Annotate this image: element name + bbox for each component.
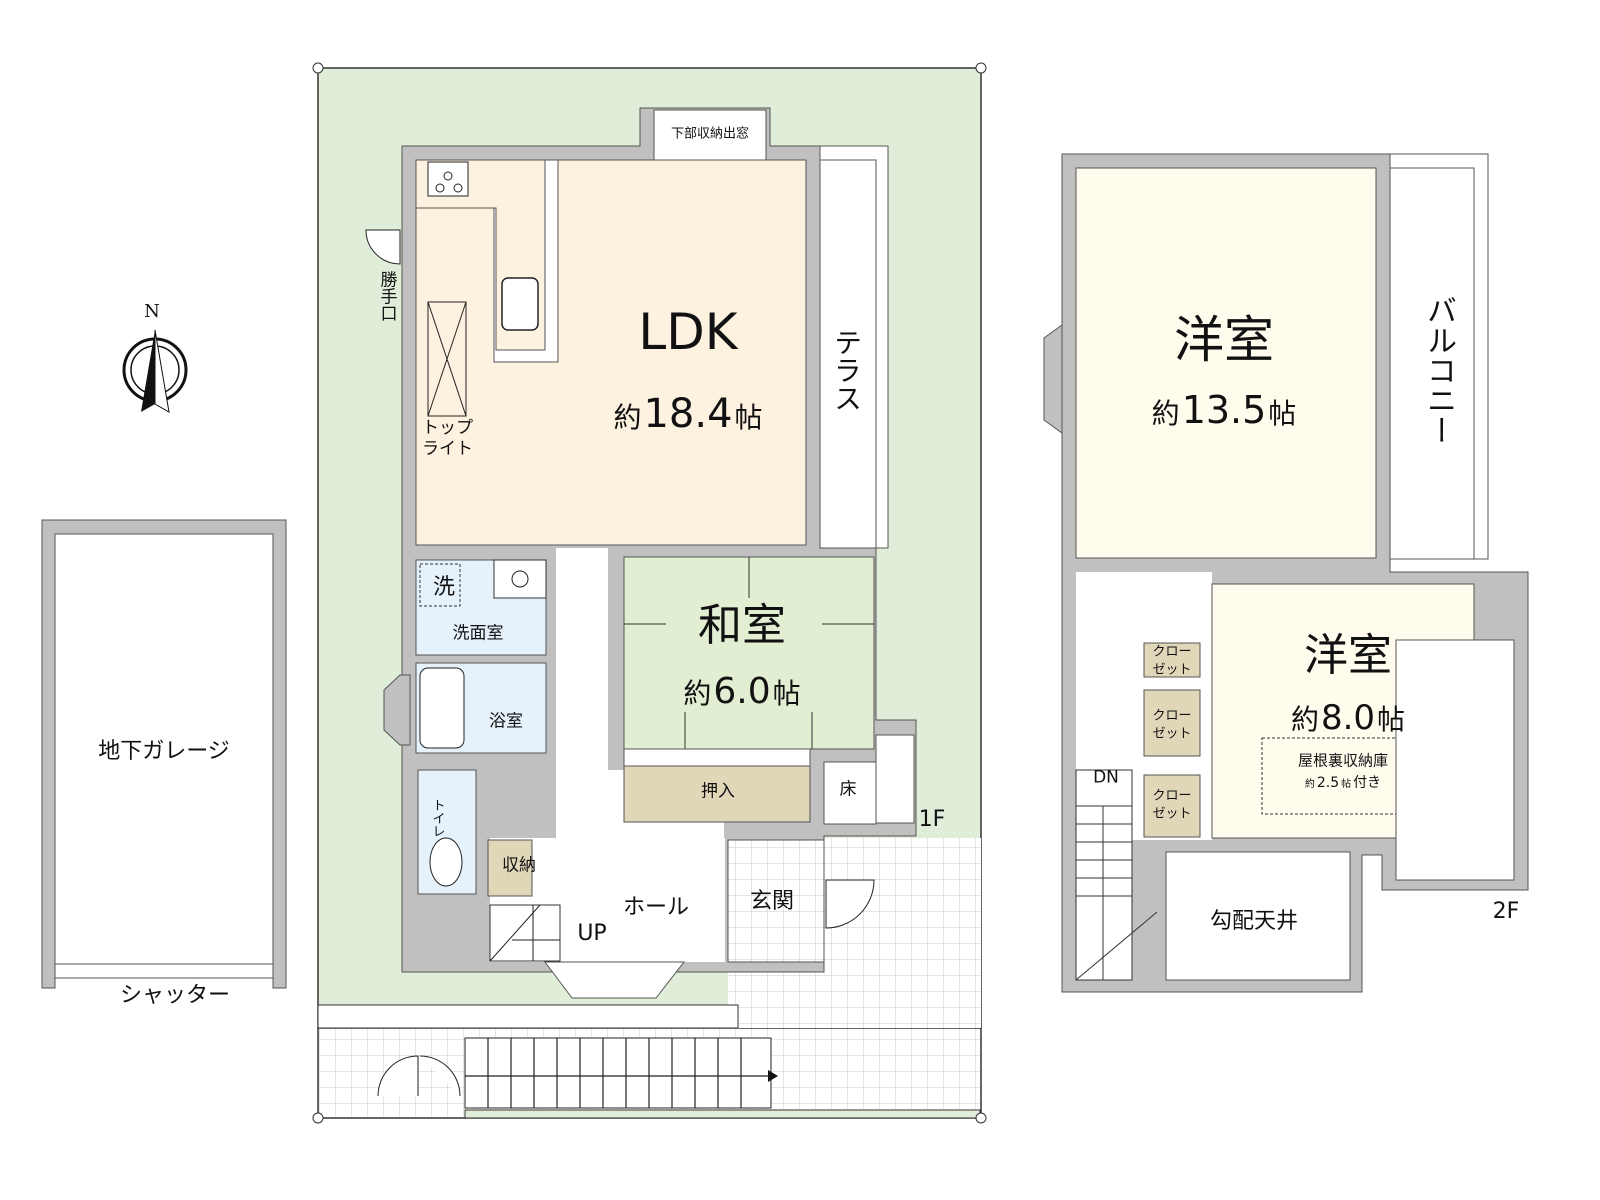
attic-size-unit: 帖 bbox=[1341, 779, 1352, 790]
closet-1-line1: クロー bbox=[1152, 644, 1192, 660]
washitsu-size-prefix: 約 bbox=[683, 677, 712, 710]
yoshitsu-small-size-unit: 帖 bbox=[1377, 703, 1406, 736]
washitsu-size-unit: 帖 bbox=[772, 677, 801, 710]
hall-label: ホール bbox=[622, 895, 690, 920]
exterior-stairs bbox=[377, 1037, 778, 1109]
yokushitsu-label: 浴室 bbox=[489, 711, 523, 732]
yoshitsu-small-size-value: 8.0 bbox=[1320, 698, 1376, 738]
closet-3-line2: ゼット bbox=[1152, 806, 1192, 822]
toilet-label: トイレ bbox=[429, 798, 445, 838]
ldk-size-unit: 帖 bbox=[734, 401, 763, 434]
sloped-ceiling-label: 勾配天井 bbox=[1209, 909, 1299, 934]
stairs-up-label: UP bbox=[577, 921, 607, 946]
yoshitsu-large-size-value: 13.5 bbox=[1181, 388, 1267, 432]
yoshitsu-small-size-prefix: 約 bbox=[1290, 703, 1319, 736]
attic-size-value: 2.5 bbox=[1316, 775, 1340, 791]
katteguchi-label: 勝手口 bbox=[376, 270, 397, 322]
washer-symbol: 洗 bbox=[432, 575, 456, 600]
balcony-label: バルコニー bbox=[1421, 295, 1456, 445]
closet-2-line2: ゼット bbox=[1152, 726, 1192, 742]
ldk-size-prefix: 約 bbox=[613, 401, 642, 434]
storage-label: 収納 bbox=[502, 855, 536, 876]
genkan-label: 玄関 bbox=[749, 889, 795, 914]
oshiire-label: 押入 bbox=[701, 781, 735, 802]
terrace-label: テラス bbox=[830, 328, 863, 412]
bay-window-label: 下部収納出窓 bbox=[670, 126, 750, 142]
north-arrow-icon bbox=[122, 329, 188, 413]
closet-2-line1: クロー bbox=[1152, 708, 1192, 724]
closet-3-line1: クロー bbox=[1152, 788, 1192, 804]
washitsu-size-value: 6.0 bbox=[713, 671, 771, 712]
floor1-label: 1F bbox=[918, 807, 946, 832]
floor2-walls bbox=[1043, 153, 1529, 993]
washitsu-room-name: 和室 bbox=[698, 600, 786, 651]
yoshitsu-large-size-unit: 帖 bbox=[1268, 397, 1297, 430]
attic-size-prefix: 約 bbox=[1304, 779, 1315, 790]
garage-label: 地下ガレージ bbox=[98, 739, 230, 764]
compass-north-label: N bbox=[144, 301, 160, 322]
floor2-label: 2F bbox=[1492, 899, 1520, 924]
shutter-label: シャッター bbox=[119, 983, 231, 1008]
toplight-label-line1: トップ bbox=[422, 418, 473, 438]
yoshitsu-large-name: 洋室 bbox=[1174, 311, 1274, 369]
toko-label: 床 bbox=[839, 779, 857, 800]
ldk-size-value: 18.4 bbox=[643, 391, 733, 437]
closet-1-line2: ゼット bbox=[1152, 662, 1192, 678]
ldk-room-name: LDK bbox=[638, 303, 738, 361]
garage-walls bbox=[41, 519, 287, 989]
senmenshitsu-label: 洗面室 bbox=[452, 623, 504, 644]
yoshitsu-small-name: 洋室 bbox=[1304, 630, 1392, 681]
attic-size-suffix: 付き bbox=[1353, 775, 1382, 791]
floor1-walls bbox=[365, 107, 917, 999]
toplight-label-line2: ライト bbox=[422, 439, 473, 459]
attic-storage-label: 屋根裏収納庫 bbox=[1297, 751, 1389, 770]
stairs-down-label: DN bbox=[1093, 767, 1119, 788]
yoshitsu-large-size-prefix: 約 bbox=[1151, 397, 1180, 430]
